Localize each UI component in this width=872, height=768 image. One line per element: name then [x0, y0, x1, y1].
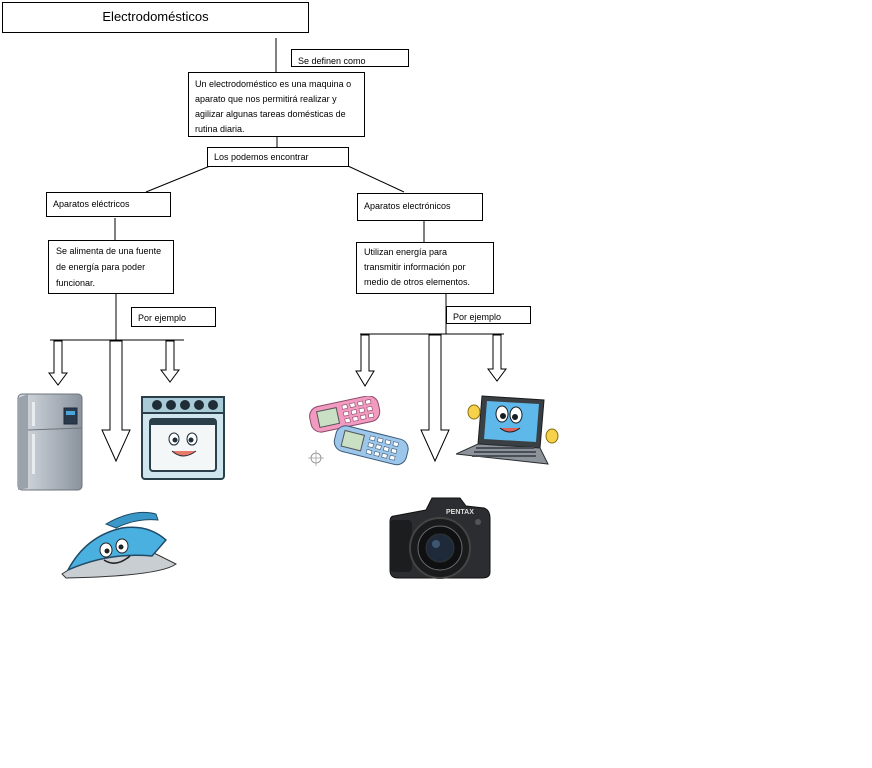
- find-connector-label: Los podemos encontrar: [207, 147, 349, 167]
- camera-brand: PENTAX: [446, 509, 474, 516]
- electronic-example-connector: Por ejemplo: [446, 306, 531, 324]
- electric-example-connector: Por ejemplo: [131, 307, 216, 327]
- mobile-phones-icon: [308, 396, 409, 466]
- definition-box: Un electrodoméstico es una maquina o apa…: [188, 72, 365, 137]
- camera-icon: PENTAX: [389, 497, 491, 579]
- definition-connector-label: Se definen como: [291, 49, 409, 67]
- electronic-devices-label: Aparatos electrónicos: [357, 193, 483, 221]
- oven-icon: [141, 396, 225, 480]
- arrow-refrigerator: [48, 340, 68, 386]
- electric-description-box: Se alimenta de una fuente de energía par…: [48, 240, 174, 294]
- refrigerator-icon: [17, 393, 83, 491]
- arrow-oven: [160, 340, 180, 383]
- arrow-camera: [420, 334, 450, 463]
- arrow-laptop: [487, 334, 507, 382]
- electric-devices-label: Aparatos eléctricos: [46, 192, 171, 217]
- electronic-description-box: Utilizan energía para transmitir informa…: [356, 242, 494, 294]
- arrow-phones: [355, 334, 375, 387]
- iron-icon: [61, 511, 177, 579]
- diagram-title: Electrodomésticos: [2, 2, 309, 33]
- arrow-iron: [101, 340, 131, 463]
- laptop-icon: [456, 395, 559, 465]
